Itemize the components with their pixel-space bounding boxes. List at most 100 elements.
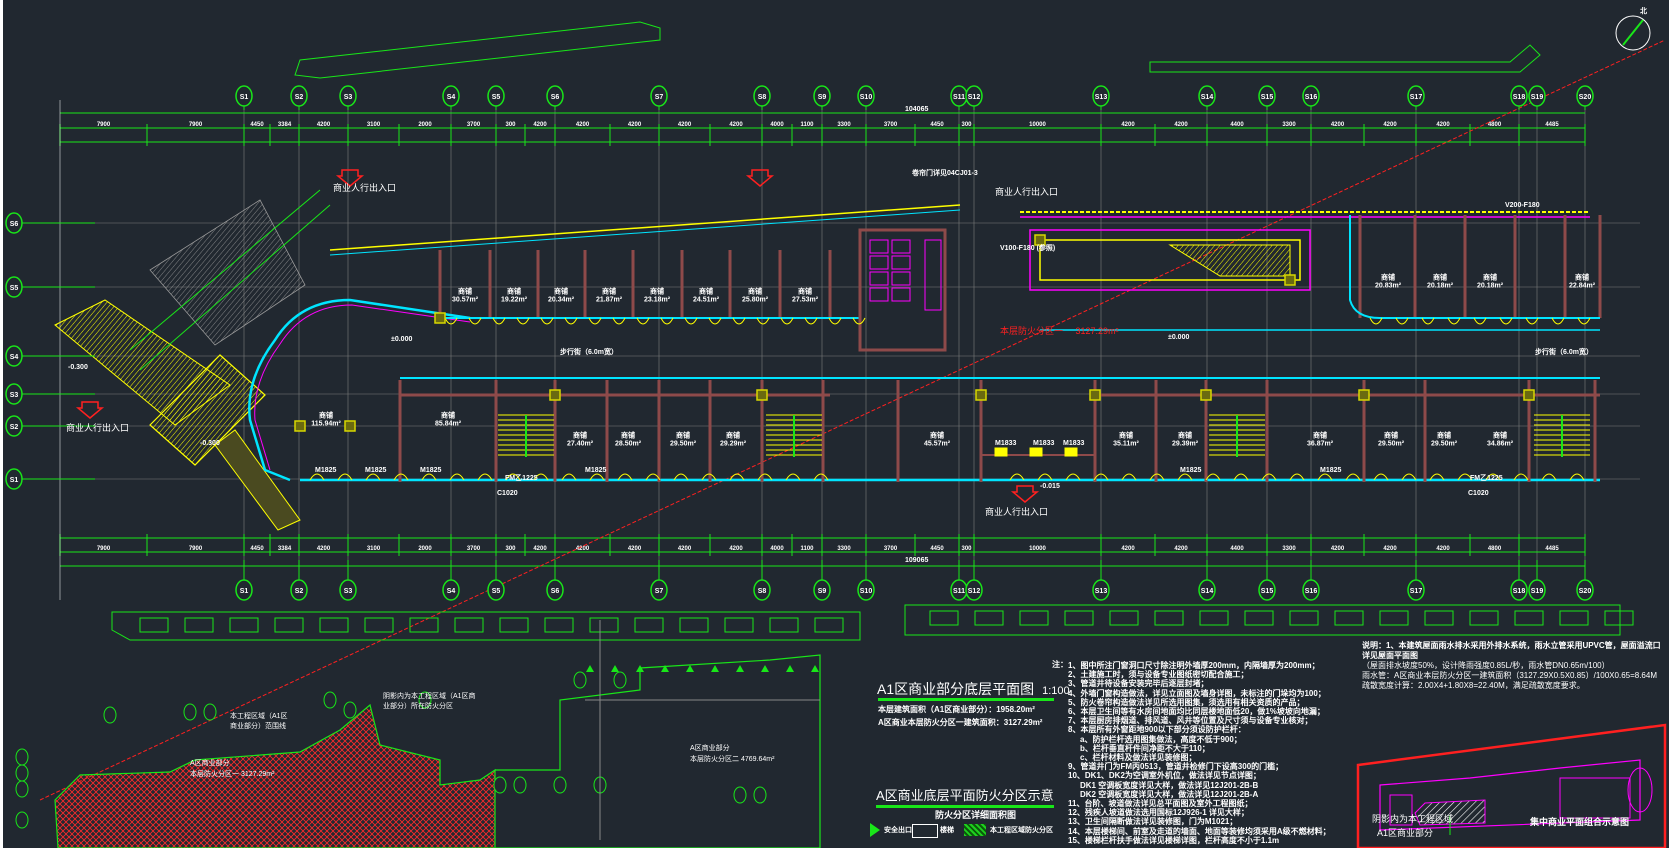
entrance-label: 商业人行出入口: [333, 183, 397, 193]
door-swing: [732, 317, 746, 325]
dimension-value: 4200: [729, 546, 743, 552]
toilet-fixture: [891, 255, 911, 270]
zone-axis-bubble: [513, 776, 527, 794]
axis-bubble: S13: [1092, 579, 1110, 601]
dimension-value: 4000: [770, 546, 784, 552]
dimension-value: 4200: [1383, 122, 1397, 128]
door-swing: [1345, 473, 1361, 481]
axis-label: S11: [953, 94, 965, 101]
door-swing: [1289, 473, 1305, 481]
room-name: 商铺: [747, 288, 762, 296]
axis-bubble: S14: [1198, 579, 1216, 601]
door-swing: [660, 317, 674, 325]
door-swing: [540, 317, 554, 325]
column: [344, 420, 356, 432]
zone2-label: A区商业部分: [690, 745, 730, 752]
door-swing: [1233, 473, 1249, 481]
top-facade: [329, 204, 961, 251]
axis-bubble-circle: [442, 85, 460, 107]
axis-label: S18: [1513, 94, 1526, 101]
fire-zone-area: 3127.29m²: [1075, 326, 1119, 336]
dimension-value: 300: [961, 122, 972, 128]
strip-window: [364, 617, 394, 633]
axis-bubble-circle: [1092, 85, 1110, 107]
strip-window: [1244, 610, 1274, 626]
exit-arrow-icon: [586, 665, 594, 672]
door-swing: [561, 473, 577, 481]
zone1-area: 本层防火分区一 3127.29m²: [190, 771, 275, 778]
drainage-line: 疏散宽度计算：2.00X4+1.80X8=22.40M，满足疏散宽度要求。: [1362, 681, 1585, 690]
door-swing: [444, 317, 458, 325]
site-building: [1389, 794, 1413, 826]
room-name: 商铺: [725, 432, 740, 440]
axis-label: S10: [860, 94, 873, 101]
room-name: 商铺: [649, 288, 664, 296]
axis-bubble-circle: [1407, 579, 1425, 601]
note-item: 7、本层厨房排烟道、排风道、风井等位置及尺寸须与设备专业核对；: [1068, 716, 1313, 726]
boundary-note: 本工程区域（A1区商业部分）范围线: [230, 713, 288, 730]
strip-window: [679, 617, 709, 633]
dimension-value: 10000: [1029, 122, 1046, 128]
axis-bubble-circle: [442, 579, 460, 601]
drainage-notes: 说明：1、本建筑屋面雨水排水采用外排水系统，雨水立管采用UPVC管，屋面溢流口详…: [1362, 641, 1662, 691]
axis-bubble-circle: [753, 786, 767, 804]
axis-bubble: S14: [1198, 85, 1216, 107]
room-area: 27.53m²: [791, 296, 819, 303]
note-item: c、栏杆材料及做法详见装修图；: [1080, 753, 1197, 763]
axis-label: S3: [344, 94, 353, 101]
axis-bubble: S10: [857, 579, 875, 601]
door-swing: [828, 317, 842, 325]
note-item: 1、图中所注门窗洞口尺寸除注明外墙厚200mm，内隔墙厚为200mm；: [1068, 661, 1320, 670]
zone-axis-bubble: [15, 780, 29, 798]
axis-label: S13: [1095, 588, 1108, 595]
stair-hatch: [149, 199, 306, 346]
zone-axis-bubble: [613, 671, 627, 689]
dimension-value: 4800: [1488, 546, 1502, 552]
axis-bubble-circle: [15, 780, 29, 798]
axis-bubble-circle: [5, 383, 23, 405]
dimension-value: 4200: [533, 122, 547, 128]
door-swing: [1093, 473, 1109, 481]
room-area: 34.86m²: [1486, 440, 1514, 447]
fire-zone-label: 本层防火分区一 3127.29m²: [1000, 327, 1119, 336]
staircase: [1534, 414, 1590, 457]
dimension-value: 3300: [837, 122, 851, 128]
axis-bubble-circle: [5, 468, 23, 490]
title-underline: [878, 698, 1054, 701]
axis-bubble: S6: [546, 579, 564, 601]
door-swing: [804, 317, 818, 325]
axis-bubble-circle: [753, 85, 771, 107]
fire-zone-2-outline: [495, 654, 821, 848]
axis-label: S4: [447, 588, 456, 595]
axis-bubble: S12: [965, 85, 983, 107]
axis-bubble: S11: [950, 579, 968, 601]
axis-bubble: S16: [1302, 85, 1320, 107]
axis-bubble-circle: [753, 579, 771, 601]
dimension-value: 3100: [367, 546, 381, 552]
strip-window: [634, 617, 664, 633]
axis-bubble-circle: [573, 671, 587, 689]
axis-bubble-circle: [5, 276, 23, 298]
entrance-arrow-icon: [745, 169, 775, 187]
note-item: 14、本层楼梯间、前室及走道的墙面、地面等装修均须采用A级不燃材料；: [1068, 826, 1331, 836]
door-swing: [1205, 473, 1221, 481]
axis-bubble: S17: [1407, 579, 1425, 601]
axis-bubble-circle: [15, 811, 29, 829]
entrance-label: 商业人行出入口: [985, 507, 1049, 517]
column: [549, 389, 561, 401]
column: [1034, 234, 1046, 246]
door-swing: [588, 317, 602, 325]
door-swing: [309, 473, 325, 481]
entrance-label: 商业人行出入口: [995, 187, 1059, 197]
top-facade-curtain: [329, 209, 961, 256]
column: [434, 312, 446, 324]
entrance-arrow-icon: [335, 169, 365, 187]
